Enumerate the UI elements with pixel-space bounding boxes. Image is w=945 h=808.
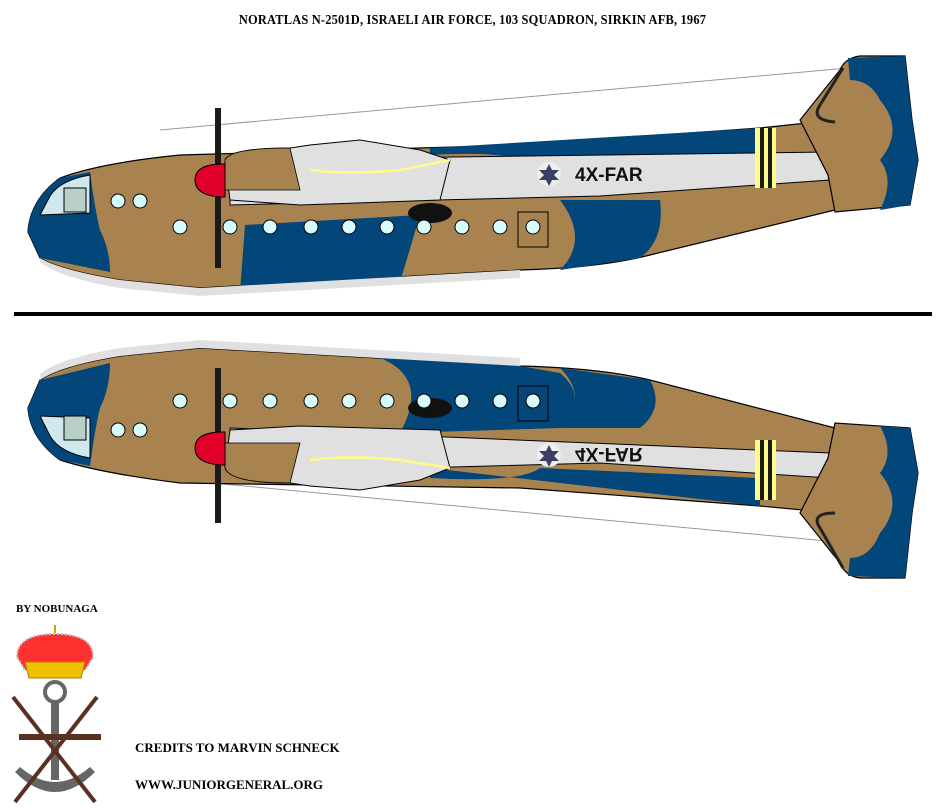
marine-emblem-icon	[11, 625, 101, 804]
registration-label: 4X-FAR	[575, 165, 643, 186]
view-divider	[14, 312, 932, 316]
aircraft-bottom-view: 4X-FAR	[27, 340, 919, 579]
website-link[interactable]: www.juniorgeneral.org	[135, 777, 324, 792]
aircraft-top-view: 4X-FAR	[27, 55, 919, 296]
author-credit: By Nobunaga	[16, 603, 98, 615]
credits-text: Credits to Marvin Schneck	[135, 740, 340, 755]
page-title: Noratlas N-2501D, Israeli Air Force, 103…	[238, 12, 707, 27]
registration-label-mirrored: 4X-FAR	[575, 443, 643, 464]
